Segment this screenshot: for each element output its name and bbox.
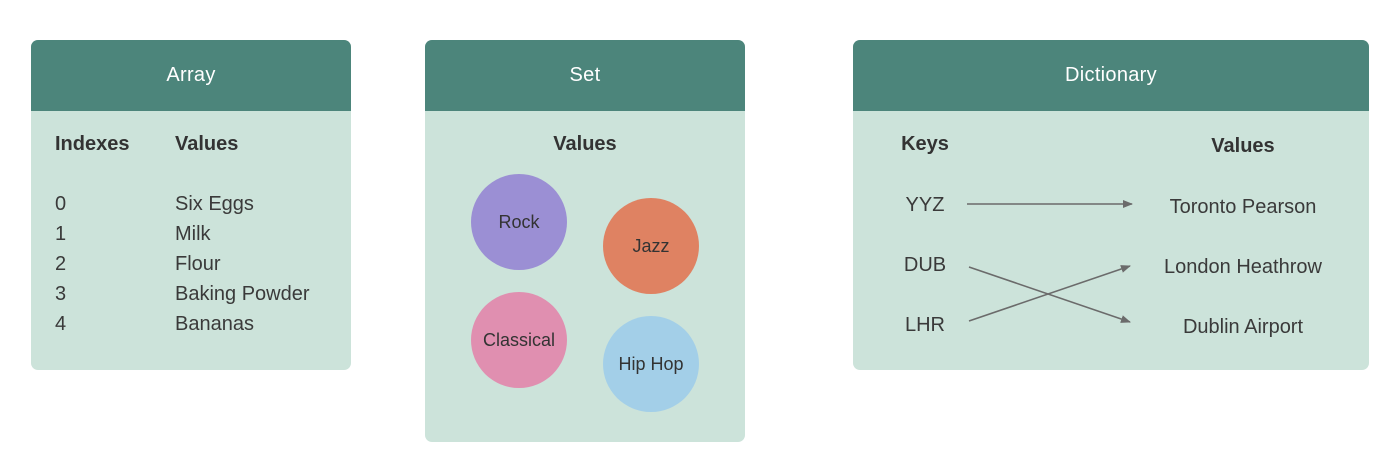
dictionary-key: YYZ [905,194,945,216]
array-index: 4 [55,313,67,335]
dictionary-value: London Heathrow [1164,256,1322,278]
dictionary-value-header: Values [1211,135,1275,157]
dictionary-card: Dictionary Keys Values YYZ DUB LHR Toron… [853,40,1369,370]
dictionary-value: Toronto Pearson [1169,196,1317,218]
array-index: 0 [55,193,67,215]
set-item-hip-hop: Hip Hop [603,316,699,412]
array-value-header: Values [175,133,239,155]
set-item-label: Rock [498,211,540,232]
array-value: Milk [175,223,211,245]
arrow-dub-to-dublin-airport [968,266,1131,323]
set-card: Set Values Rock Jazz Classical Hip Hop [425,40,745,442]
set-title: Set [425,40,745,111]
array-value: Bananas [175,313,254,335]
dictionary-title: Dictionary [853,40,1369,111]
dictionary-key: LHR [904,314,945,336]
array-card: Array Indexes Values 0 1 2 3 4 Six Eggs … [31,40,351,370]
array-value-column: Six Eggs Milk Flour Baking Powder Banana… [175,189,310,339]
array-index: 2 [55,253,67,275]
array-value: Six Eggs [175,193,254,215]
array-value: Baking Powder [175,283,310,305]
array-value: Flour [175,253,221,275]
set-item-jazz: Jazz [603,198,699,294]
arrow-lhr-to-london-heathrow [968,265,1131,322]
array-index: 3 [55,283,67,305]
dictionary-arrows [967,200,1133,323]
array-index-column: 0 1 2 3 4 [55,189,66,339]
array-index: 1 [55,223,67,245]
set-value-header: Values [553,133,617,155]
set-item-label: Classical [482,329,556,350]
dictionary-key: DUB [903,254,947,276]
set-item-rock: Rock [471,174,567,270]
dictionary-value: Dublin Airport [1182,316,1304,338]
set-item-label: Hip Hop [618,353,684,374]
set-item-classical: Classical [471,292,567,388]
set-item-label: Jazz [632,235,670,256]
array-title: Array [31,40,351,111]
array-index-header: Indexes [55,133,130,155]
dictionary-key-header: Keys [901,133,949,155]
